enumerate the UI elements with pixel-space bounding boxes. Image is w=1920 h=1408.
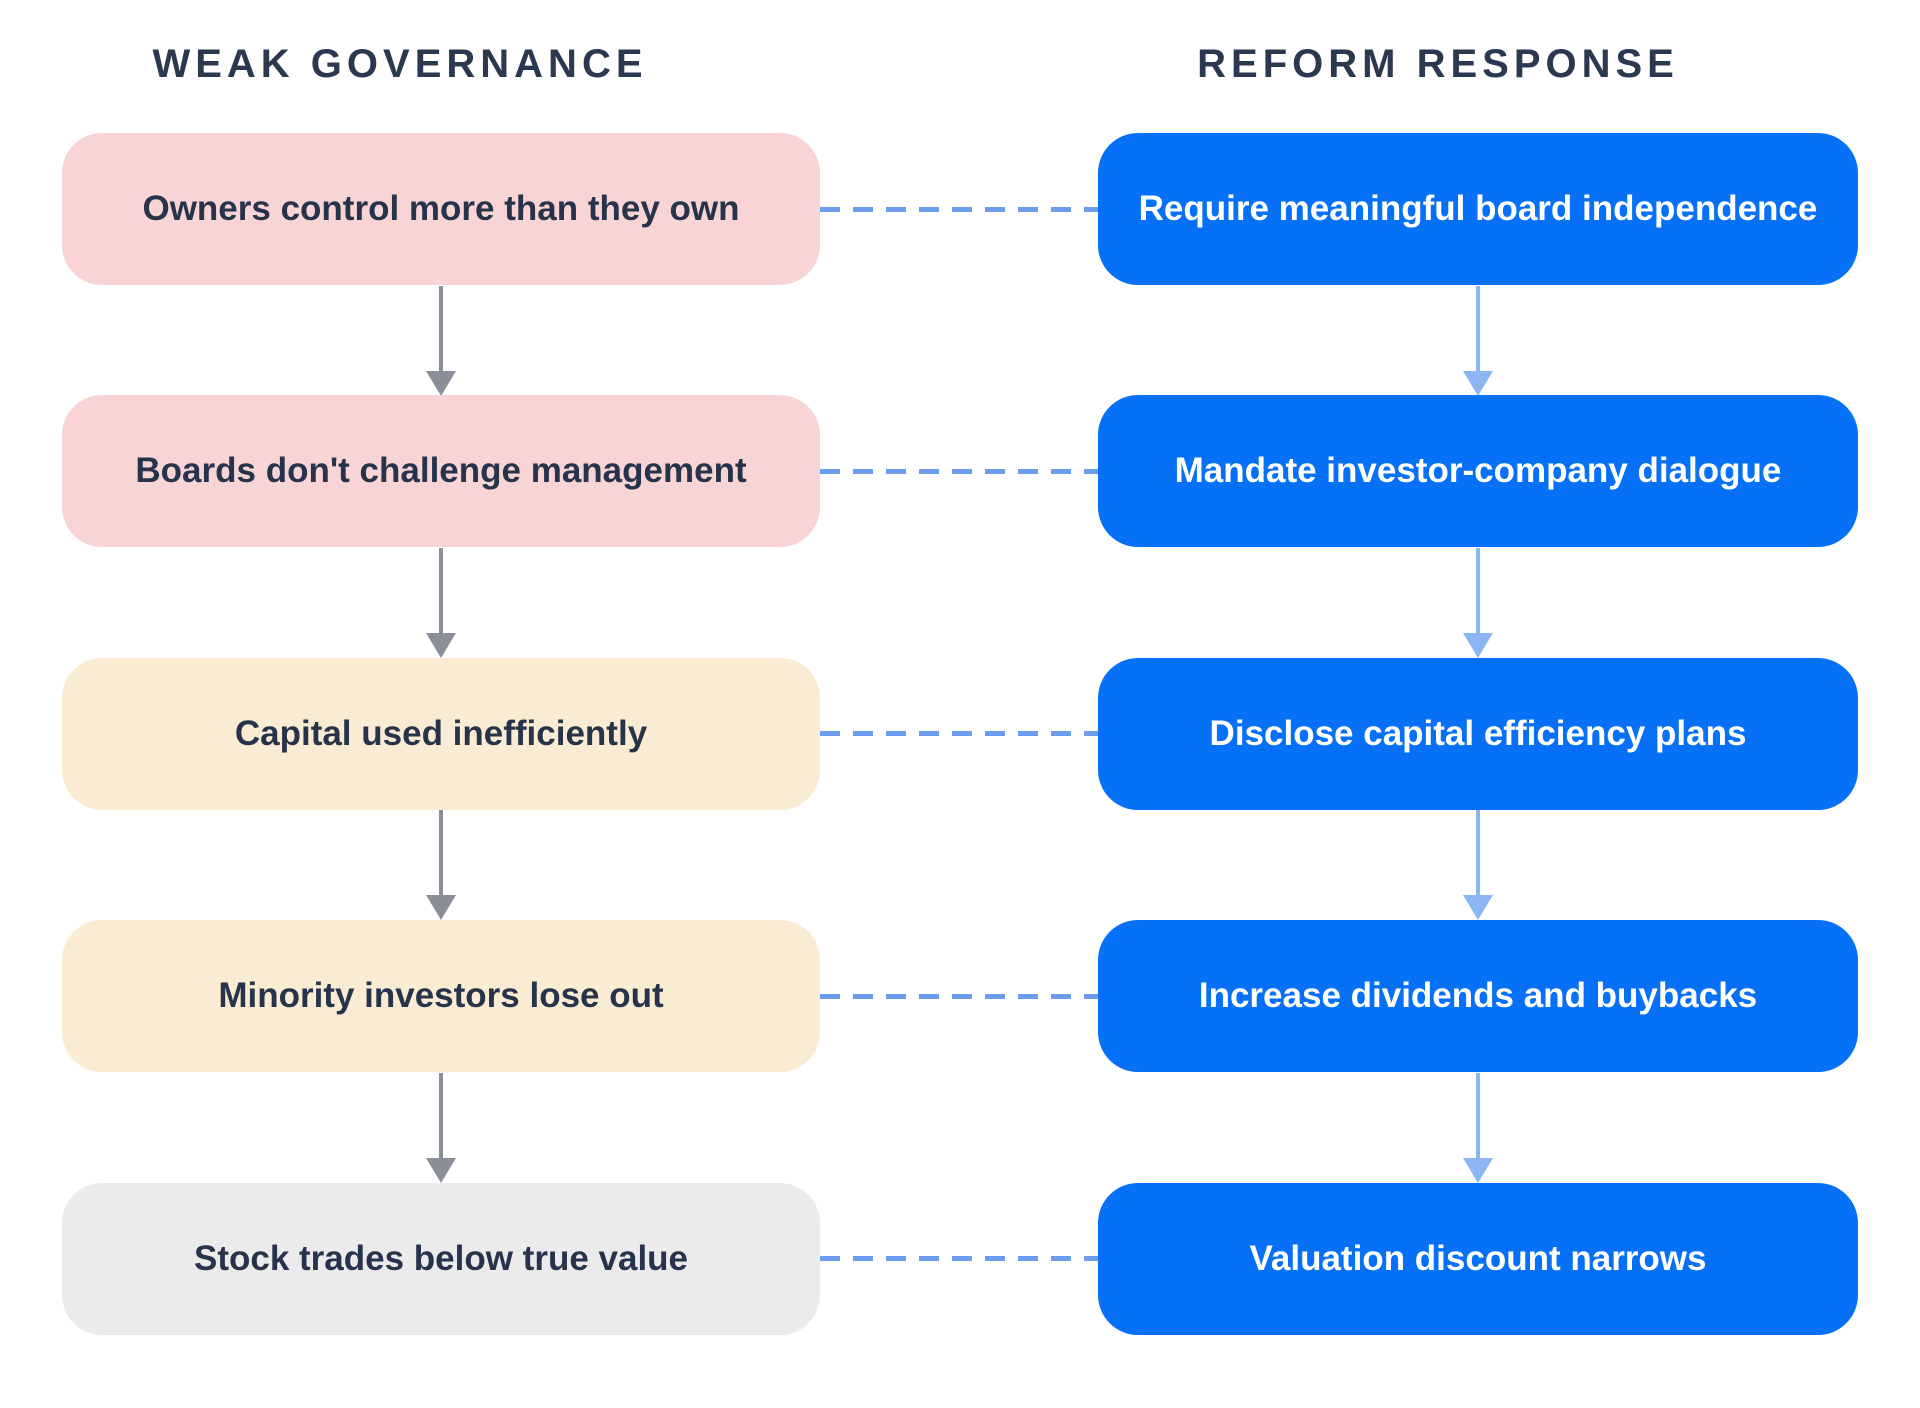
response-box-board-independence: Require meaningful board independence xyxy=(1098,133,1858,285)
dashed-connector xyxy=(820,731,1098,736)
down-arrow-icon xyxy=(426,286,456,396)
cause-box-owners-control: Owners control more than they own xyxy=(62,133,820,285)
response-box-investor-dialogue: Mandate investor-company dialogue xyxy=(1098,395,1858,547)
left-column-header: WEAK GOVERNANCE xyxy=(152,42,648,86)
dashed-connector xyxy=(820,469,1098,474)
dashed-connector xyxy=(820,1256,1098,1261)
cause-box-stock-below-value: Stock trades below true value xyxy=(62,1183,820,1335)
down-arrow-icon xyxy=(426,1073,456,1183)
down-arrow-icon xyxy=(1463,286,1493,396)
down-arrow-icon xyxy=(426,810,456,920)
cause-box-capital-inefficient: Capital used inefficiently xyxy=(62,658,820,810)
down-arrow-icon xyxy=(1463,548,1493,658)
response-box-dividends-buybacks: Increase dividends and buybacks xyxy=(1098,920,1858,1072)
right-column-header: REFORM RESPONSE xyxy=(1197,42,1679,86)
response-box-capital-efficiency-plans: Disclose capital efficiency plans xyxy=(1098,658,1858,810)
response-box-valuation-discount: Valuation discount narrows xyxy=(1098,1183,1858,1335)
down-arrow-icon xyxy=(1463,810,1493,920)
dashed-connector xyxy=(820,207,1098,212)
down-arrow-icon xyxy=(1463,1073,1493,1183)
dashed-connector xyxy=(820,994,1098,999)
down-arrow-icon xyxy=(426,548,456,658)
cause-box-minority-investors: Minority investors lose out xyxy=(62,920,820,1072)
cause-box-boards-dont-challenge: Boards don't challenge management xyxy=(62,395,820,547)
